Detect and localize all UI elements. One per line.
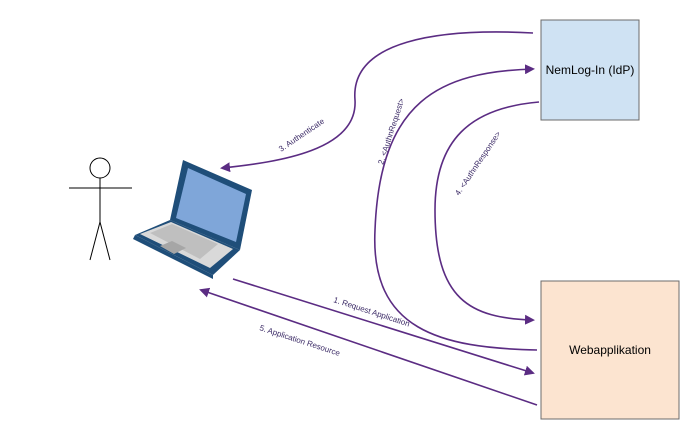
stick-figure-icon <box>69 157 132 261</box>
webapp-label: Webapplikation <box>569 343 651 357</box>
flow-5-arrow <box>199 287 538 406</box>
idp-node: NemLog-In (IdP) <box>540 19 640 121</box>
flow-4-arrow <box>434 101 540 325</box>
flow-5-label: 5. Application Resource <box>258 323 341 358</box>
flow-3-arrow <box>220 31 534 173</box>
flow-2-label: 2. <AuthnRequest> <box>376 97 406 166</box>
idp-label: NemLog-In (IdP) <box>546 63 635 77</box>
flow-2-arrow <box>374 64 538 351</box>
flow-1-arrow <box>232 278 535 376</box>
laptop-icon <box>133 160 252 279</box>
webapp-node: Webapplikation <box>540 280 680 420</box>
flow-4-label: 4. <AuthnResponse> <box>453 129 503 197</box>
